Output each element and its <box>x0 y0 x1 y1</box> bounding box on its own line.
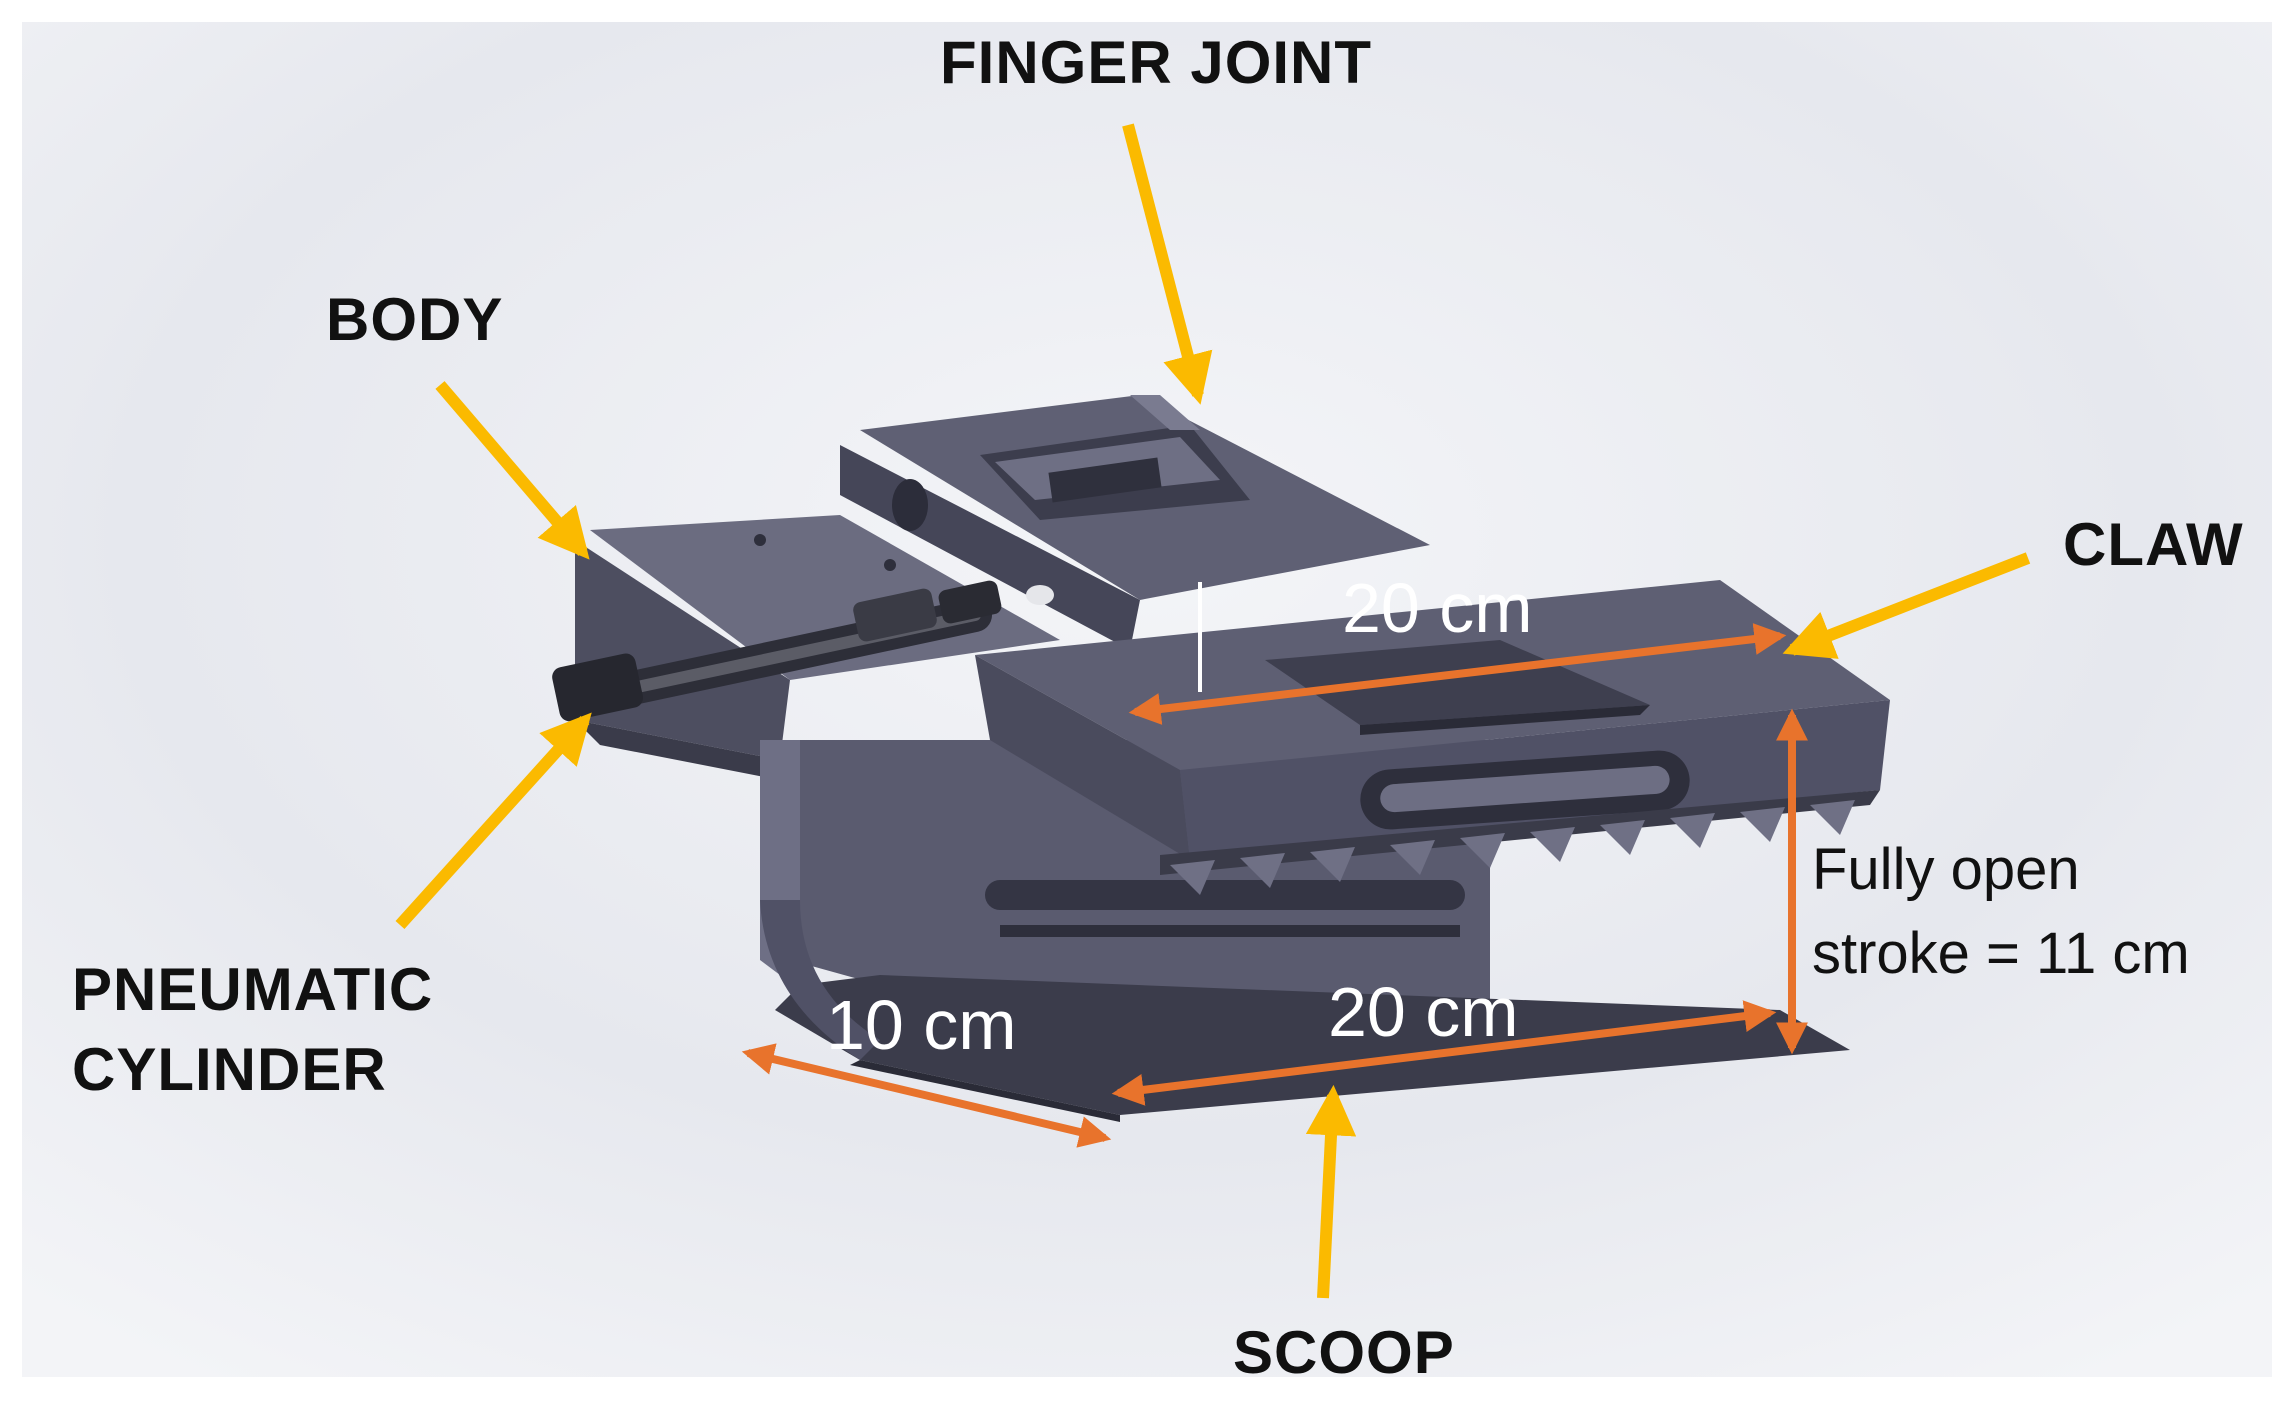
body-label: BODY <box>326 286 504 353</box>
stroke-text-line1: Fully open <box>1812 837 2080 902</box>
scoop-length-arrow <box>1111 1000 1777 1106</box>
pneumatic-arrow <box>395 712 592 930</box>
finger-joint-arrow <box>1122 123 1213 405</box>
dimension-arrows <box>741 623 1808 1148</box>
stroke-text-line2: stroke = 11 cm <box>1812 921 2190 986</box>
pneumatic-cylinder-part <box>552 580 1054 722</box>
scoop-label: SCOOP <box>1233 1319 1455 1386</box>
scoop-arrow <box>1305 1084 1357 1299</box>
cylinder-label: CYLINDER <box>72 1036 387 1103</box>
claw-length-arrow <box>1128 623 1787 725</box>
body-arrow <box>435 381 590 560</box>
claw-arrow <box>1782 552 2031 659</box>
scoop-length-text: 20 cm <box>1328 973 1519 1051</box>
finger-joint-part <box>840 395 1430 650</box>
callout-arrows <box>395 123 2031 1299</box>
scoop-depth-arrow <box>741 1043 1112 1148</box>
finger-joint-label: FINGER JOINT <box>940 29 1373 96</box>
pneumatic-label: PNEUMATIC <box>72 956 434 1023</box>
claw-label: CLAW <box>2063 511 2244 578</box>
scoop-depth-text: 10 cm <box>826 986 1017 1064</box>
claw-length-text: 20 cm <box>1342 569 1533 647</box>
